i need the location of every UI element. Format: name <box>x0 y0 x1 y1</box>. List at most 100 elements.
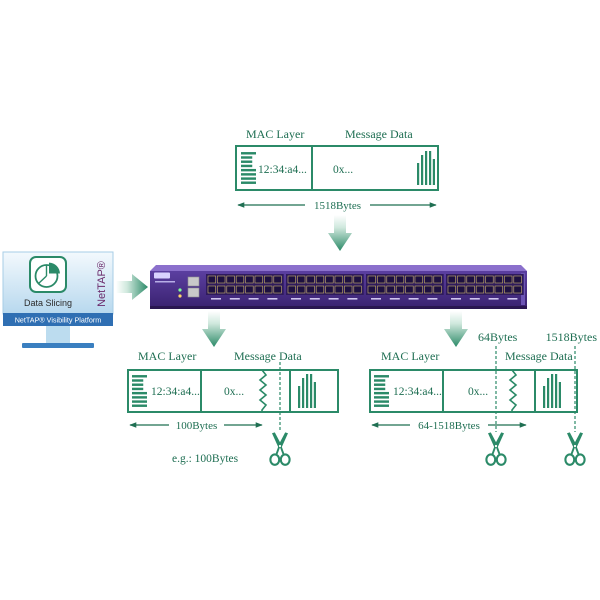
sfp-port <box>325 275 334 284</box>
sfp-port <box>424 285 433 294</box>
sfp-port <box>485 285 494 294</box>
top-mac-value: 12:34:a4... <box>258 164 307 176</box>
right-mac-value: 12:34:a4... <box>393 386 442 398</box>
sfp-port <box>367 285 376 294</box>
sfp-port <box>245 285 254 294</box>
sfp-port <box>424 275 433 284</box>
sfp-port <box>325 285 334 294</box>
top-size-label: 1518Bytes <box>314 200 361 212</box>
port-label-mark <box>291 298 301 300</box>
top-message-data-label: Message Data <box>345 127 413 141</box>
port-label-mark <box>427 298 438 300</box>
left-frame-group: MAC Layer Message Data 12:34:a4... 0x...… <box>127 349 339 466</box>
switch-bottom-edge <box>150 306 527 309</box>
sfp-port <box>334 285 343 294</box>
right-message-value: 0x... <box>468 386 488 398</box>
sfp-port <box>386 275 395 284</box>
port-label-mark <box>347 298 358 300</box>
left-size-label: 100Bytes <box>176 420 218 432</box>
right-arrow-icon <box>116 274 148 300</box>
sfp-port <box>414 285 423 294</box>
sfp-port <box>513 275 522 284</box>
left-message-data-label: Message Data <box>234 349 302 363</box>
port-label-mark <box>507 298 518 300</box>
right-packet-frame <box>369 369 578 413</box>
sfp-port <box>217 285 226 294</box>
sfp-port <box>386 285 395 294</box>
port-label-mark <box>408 298 419 300</box>
platform-label: NetTAP® Visibility Platform <box>15 316 102 325</box>
sfp-port <box>353 285 362 294</box>
status-led <box>178 294 182 298</box>
sfp-port <box>264 275 273 284</box>
sfp-port <box>315 285 325 294</box>
port-label-mark <box>328 298 339 300</box>
max-size-label: 1518Bytes <box>546 330 598 344</box>
sfp-port <box>447 275 456 284</box>
sfp-port <box>475 275 485 284</box>
sfp-port <box>306 285 315 294</box>
sfp-port <box>414 275 423 284</box>
sfp-port <box>344 275 353 284</box>
sfp-port <box>306 275 315 284</box>
left-mac-layer-label: MAC Layer <box>138 349 196 363</box>
port-label-mark <box>248 298 259 300</box>
right-frame-group: 64Bytes 1518Bytes MAC Layer Message Data… <box>369 330 598 466</box>
sfp-port <box>377 275 386 284</box>
sfp-port <box>254 285 263 294</box>
sfp-port <box>466 285 475 294</box>
switch-logo <box>154 272 170 279</box>
min-size-label: 64Bytes <box>478 330 518 344</box>
sfp-port <box>334 275 343 284</box>
sfp-port <box>207 275 216 284</box>
sfp-port <box>226 275 235 284</box>
port-label-mark <box>267 298 278 300</box>
right-truncation-zigzag <box>508 369 518 412</box>
sfp-port <box>457 285 466 294</box>
sfp-port <box>344 285 353 294</box>
sfp-port <box>273 285 282 294</box>
status-led <box>178 288 182 292</box>
top-frame-group: MAC Layer Message Data 12:34:a4... 0x...… <box>235 127 439 251</box>
switch-model-mark <box>155 281 175 283</box>
left-truncation-zigzag <box>258 369 268 412</box>
sfp-port <box>207 285 216 294</box>
sfp-port <box>367 275 376 284</box>
sfp-port <box>297 275 306 284</box>
sfp-port <box>485 275 494 284</box>
port-label-mark <box>488 298 499 300</box>
sfp-port <box>433 275 442 284</box>
top-packet-frame <box>235 145 439 191</box>
sfp-port <box>217 275 226 284</box>
platform-bar <box>3 313 113 326</box>
sfp-port <box>395 275 405 284</box>
port-label-mark <box>309 298 320 300</box>
sfp-port <box>494 285 503 294</box>
sfp-port-array <box>206 274 524 300</box>
monitor-title: Data Slicing <box>24 298 72 308</box>
sfp-port <box>315 275 325 284</box>
sfp-port <box>245 275 254 284</box>
sfp-port <box>287 285 296 294</box>
sfp-port <box>513 285 522 294</box>
sfp-port <box>395 285 405 294</box>
sfp-port <box>226 285 235 294</box>
sfp-port <box>494 275 503 284</box>
port-label-mark <box>211 298 221 300</box>
sfp-port <box>504 285 513 294</box>
left-mac-value: 12:34:a4... <box>151 386 200 398</box>
port-label-mark <box>469 298 480 300</box>
monitor-stand-neck <box>46 326 70 344</box>
right-down-arrow-icon <box>444 311 468 347</box>
scissors-icon <box>564 432 586 466</box>
sfp-port <box>447 285 456 294</box>
example-label: e.g.: 100Bytes <box>172 453 239 465</box>
scissors-icon <box>485 432 507 466</box>
sfp-port <box>405 285 414 294</box>
pie-chart-icon <box>29 256 67 293</box>
sfp-port <box>457 275 466 284</box>
sfp-port <box>264 285 273 294</box>
left-message-value: 0x... <box>224 386 244 398</box>
sfp-port <box>235 275 245 284</box>
